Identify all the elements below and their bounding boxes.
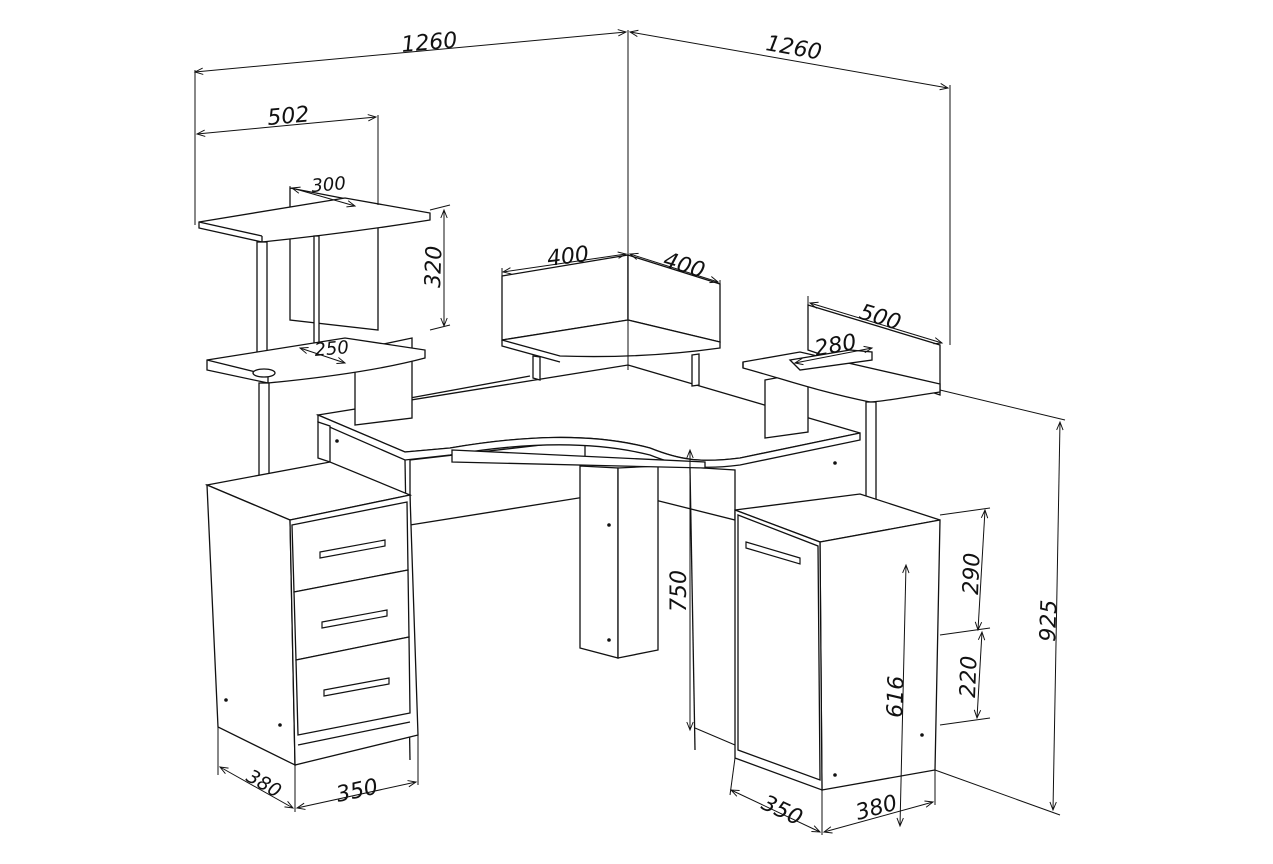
dim-total-width-left: 1260 — [400, 28, 458, 58]
dim-left-pedestal-depth: 380 — [243, 765, 285, 802]
desk-body — [315, 364, 861, 761]
corner-shelf-top — [501, 319, 721, 358]
drawer-handle — [319, 539, 390, 697]
door-handle[interactable] — [745, 541, 801, 565]
right-pedestal-side — [819, 519, 941, 791]
left-pedestal-side — [206, 484, 296, 767]
dim-cabinet-lower-height: 220 — [956, 655, 982, 698]
left-top-shelf-front — [198, 221, 263, 237]
dim-left-shelf-depth: 300 — [311, 173, 347, 197]
dim-cabinet-door-height: 616 — [883, 675, 909, 718]
center-column-side — [617, 465, 659, 659]
left-back-post — [313, 235, 320, 352]
dim-right-pedestal-width: 350 — [757, 791, 806, 831]
dim-left-shelf-height: 320 — [421, 245, 447, 288]
right-modesty-panel — [654, 464, 736, 521]
center-column-front — [579, 465, 619, 659]
corner-shelf-leg-left — [532, 355, 541, 381]
left-pedestal — [204, 461, 419, 767]
left-top-shelf — [198, 197, 431, 243]
dim-corner-shelf-left: 400 — [546, 242, 591, 272]
left-side-panel-top — [317, 421, 331, 463]
dim-total-width-right: 1260 — [764, 31, 823, 65]
keyboard-tray — [451, 449, 706, 469]
dim-total-height: 925 — [1036, 599, 1062, 642]
corner-shelf-leg-right — [691, 353, 700, 387]
left-upper-post — [256, 241, 268, 368]
dim-right-pedestal-depth: 380 — [853, 791, 900, 826]
dim-cabinet-upper-height: 290 — [959, 552, 985, 595]
left-lower-post — [258, 382, 270, 489]
dim-left-shelf-width: 502 — [266, 102, 310, 131]
dimension-lines — [193, 29, 1066, 835]
right-pedestal — [734, 493, 941, 791]
cabinet-door[interactable] — [737, 514, 821, 781]
post-bracket — [252, 368, 276, 378]
dim-left-lower-shelf-depth: 250 — [314, 337, 350, 361]
dim-left-pedestal-width: 350 — [334, 775, 380, 808]
dim-desk-height: 750 — [667, 570, 692, 612]
left-shelf-unit — [198, 187, 431, 497]
desk-back-left-edge — [409, 375, 531, 399]
